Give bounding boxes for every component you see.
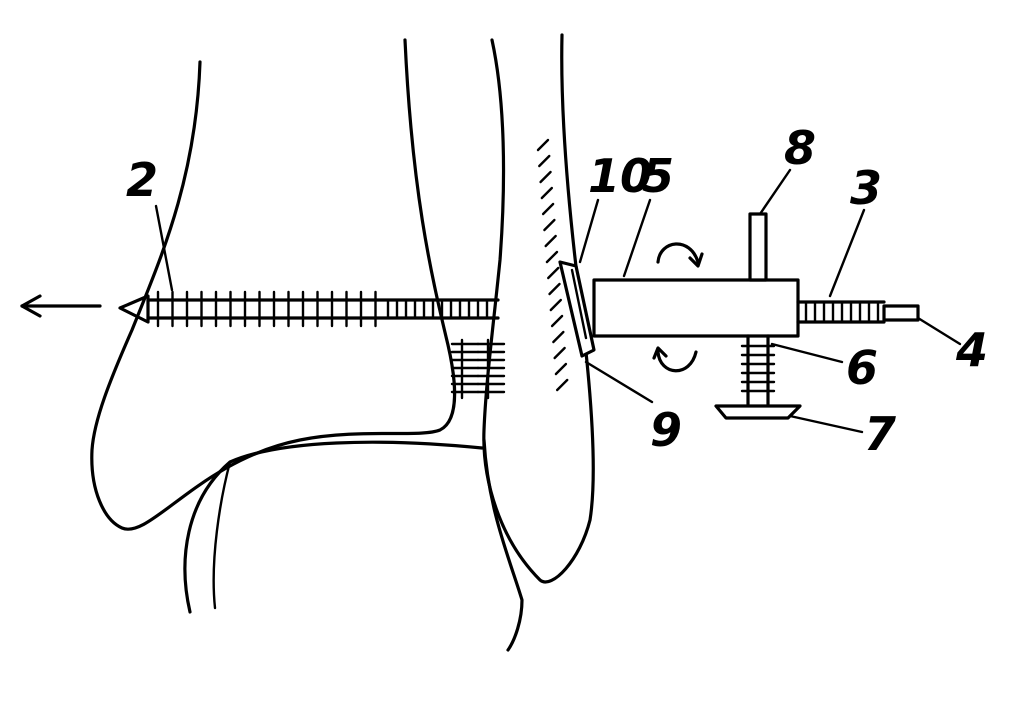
label-10: 10 [588,149,652,203]
hatch-mark [554,362,568,376]
knob-7 [714,404,802,420]
hatch-mark [545,250,559,264]
leader-10 [578,198,600,264]
hatch-mark [539,170,552,184]
leader-3 [828,208,866,298]
label-3: 3 [850,161,882,215]
hatch-mark [538,154,551,168]
rotation-arrow-bottom-head [652,346,668,360]
label-7: 7 [864,407,896,461]
rod-3-threads [804,300,880,324]
rotation-arrow-top-head [688,252,704,268]
label-2: 2 [126,153,158,207]
screw-tip [118,294,150,324]
plate-10-line [570,268,588,340]
hatch-mark [541,202,555,216]
leader-7 [788,414,864,434]
label-5: 5 [642,149,674,203]
hatch-mark [544,234,557,248]
leader-4 [916,316,962,346]
hatch-mark [543,218,556,232]
rod-end-4 [882,304,920,322]
screw-6-threads [740,344,776,393]
leader-8 [758,168,792,216]
label-9: 9 [650,403,682,457]
label-8: 8 [784,121,816,175]
pin-8 [748,212,768,282]
leader-5 [622,198,652,278]
housing-block-5 [592,278,800,338]
talus-inner-line [212,460,232,610]
leader-2 [154,204,174,292]
surface-hatching [536,138,569,392]
label-6: 6 [846,341,878,395]
hatch-mark [549,298,562,312]
fibula-lower-line [482,438,524,652]
tibia-outline [90,38,457,531]
talus-outline [183,440,484,614]
hatch-mark [553,346,566,360]
hatch-mark [556,378,569,392]
pull-direction-arrow [20,294,102,318]
leader-9 [584,360,654,404]
hatch-mark [550,314,564,328]
label-4: 4 [955,323,988,377]
hatch-mark [540,186,554,200]
rotation-arrow-top [656,242,700,264]
hatch-mark [548,282,561,296]
plate-9 [558,260,596,358]
syndesmosis-screws [450,338,506,400]
hatch-mark [536,138,550,152]
leader-6 [770,342,844,364]
screw-2 [118,290,500,328]
rotation-arrow-bottom [656,350,698,373]
screw-threads [156,290,489,328]
hatch-mark [547,266,560,280]
hatch-mark [552,330,565,344]
